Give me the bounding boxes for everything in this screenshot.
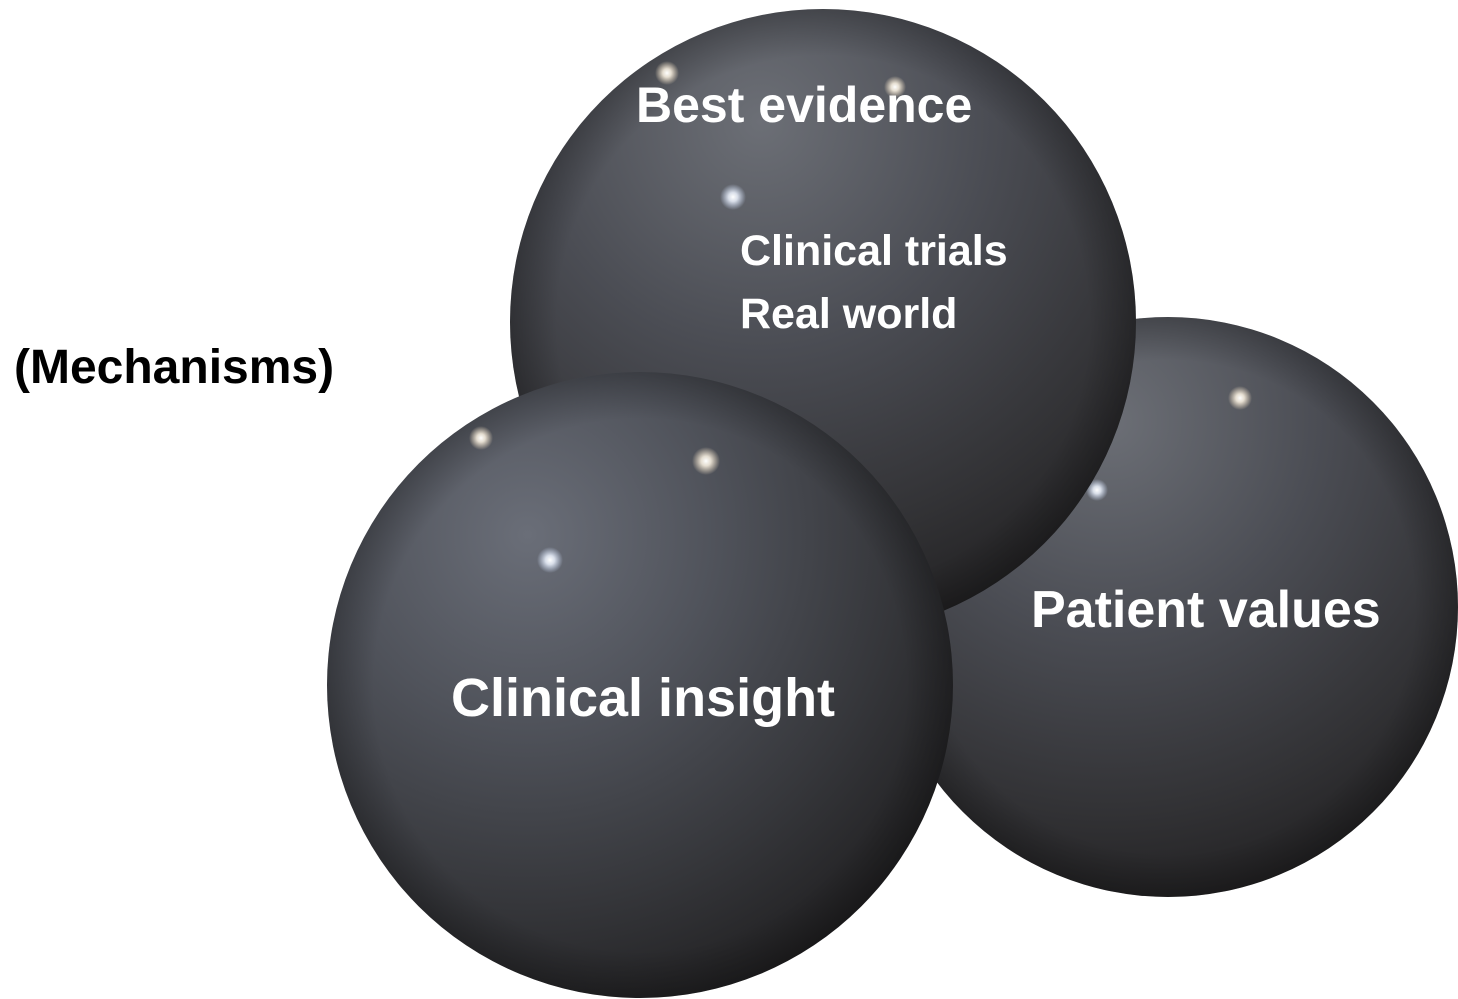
highlight-dot bbox=[1228, 386, 1252, 410]
clinical-insight-title: Clinical insight bbox=[451, 668, 836, 728]
highlight-dot bbox=[720, 184, 746, 210]
evidence-item-clinical-trials: Clinical trials bbox=[740, 227, 1008, 275]
highlight-dot bbox=[655, 61, 679, 85]
highlight-dot bbox=[537, 547, 563, 573]
mechanisms-label: (Mechanisms) bbox=[14, 341, 335, 394]
highlight-dot bbox=[692, 447, 720, 475]
sphere-clinical-insight bbox=[327, 372, 953, 998]
patient-values-title: Patient values bbox=[1031, 581, 1381, 639]
highlight-dot bbox=[884, 76, 906, 98]
highlight-dot bbox=[1086, 479, 1108, 501]
highlight-dot bbox=[469, 426, 493, 450]
best-evidence-title: Best evidence bbox=[636, 77, 973, 133]
evidence-item-real-world: Real world bbox=[740, 290, 958, 338]
